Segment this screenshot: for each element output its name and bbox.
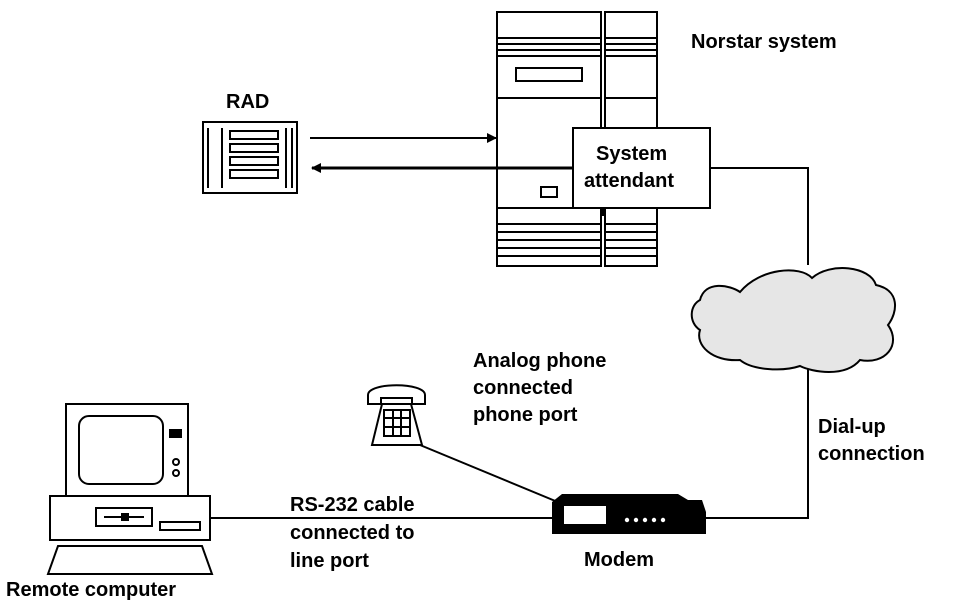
- phone-cord-line: [419, 444, 566, 506]
- modem-label: Modem: [584, 549, 654, 571]
- rad-device-icon: [202, 121, 298, 194]
- computer-icon: [46, 403, 214, 575]
- modem-icon: [552, 494, 706, 534]
- remote-computer-label: Remote computer: [6, 579, 176, 601]
- rad-label: RAD: [226, 91, 269, 113]
- analog-phone-label: Analog phone connected phone port: [473, 350, 612, 426]
- system-attendant-box: [572, 127, 711, 209]
- dialup-connection-label: Dial-up connection: [818, 416, 925, 465]
- rs232-cable-label: RS-232 cable connected to line port: [290, 494, 420, 572]
- network-cloud-icon: [690, 267, 896, 373]
- cloud-to-modem-line: [706, 362, 809, 519]
- dialup-connection-line: [710, 167, 809, 265]
- telephone-icon: [367, 384, 426, 446]
- norstar-system-label: Norstar system: [691, 31, 837, 53]
- system-attendant-label: System attendant: [584, 143, 674, 192]
